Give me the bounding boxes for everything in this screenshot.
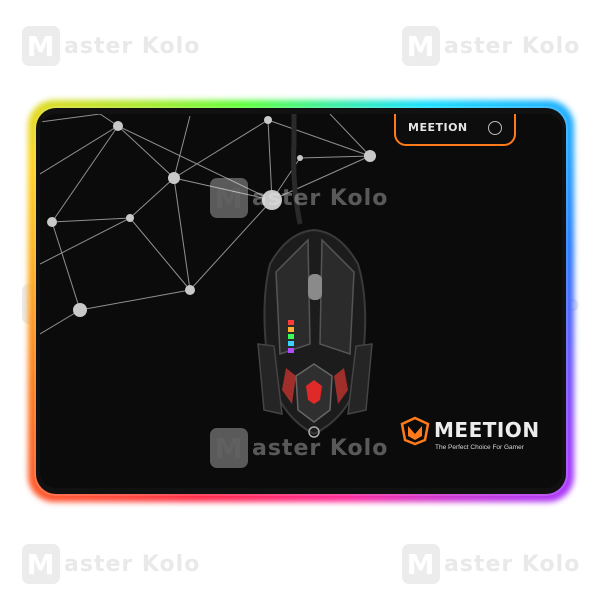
brand-name: MEETION	[434, 418, 540, 442]
gaming-mouse	[257, 114, 373, 438]
watermark-logo: M	[22, 26, 60, 66]
watermark-logo: M	[210, 428, 248, 468]
meetion-logo-icon	[400, 416, 430, 446]
geometric-network-pattern	[40, 114, 376, 335]
usb-hub-tab: MEETION	[394, 114, 516, 146]
mousepad-surface: MEETION MEETION The Perfect Choice For G…	[40, 114, 562, 488]
watermark-logo: M	[22, 544, 60, 584]
watermark-text: aster Kolo	[252, 185, 389, 211]
watermark-text: aster Kolo	[64, 33, 201, 59]
watermark-logo: M	[210, 178, 248, 218]
brand-logo: MEETION The Perfect Choice For Gamer	[400, 414, 540, 464]
watermark-logo: M	[402, 26, 440, 66]
mousepad: MEETION MEETION The Perfect Choice For G…	[28, 100, 574, 502]
brand-tagline: The Perfect Choice For Gamer	[435, 444, 524, 451]
watermark-text: aster Kolo	[444, 33, 581, 59]
light-mode-button-icon[interactable]	[488, 121, 502, 135]
watermark-text: aster Kolo	[252, 435, 389, 461]
watermark-text: aster Kolo	[444, 551, 581, 577]
watermark-text: aster Kolo	[64, 551, 201, 577]
tab-brand-logo: MEETION	[408, 120, 468, 134]
watermark-logo: M	[402, 544, 440, 584]
